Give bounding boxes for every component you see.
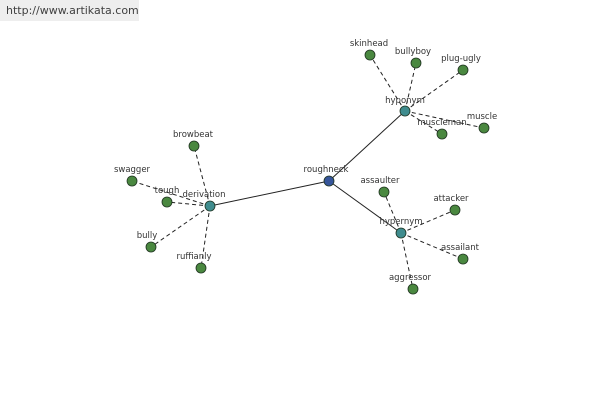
- edge-hypernym-to-assaulter: [383, 191, 402, 234]
- word-node-bully[interactable]: [145, 241, 157, 253]
- word-node-skinhead[interactable]: [364, 49, 376, 61]
- node-label-assailant: assailant: [441, 243, 480, 253]
- edge-root-to-derivation: [209, 180, 330, 207]
- node-label-skinhead: skinhead: [350, 39, 388, 49]
- edge-hyponym-to-muscleman: [404, 110, 443, 135]
- edge-derivation-to-ruffianly: [200, 205, 211, 269]
- word-node-ruffianly[interactable]: [195, 262, 207, 274]
- node-label-ruffianly: ruffianly: [176, 252, 211, 262]
- node-label-tough: tough: [155, 186, 180, 196]
- word-node-attacker[interactable]: [449, 204, 461, 216]
- root-node-roughneck[interactable]: [323, 175, 335, 187]
- edge-derivation-to-browbeat: [193, 145, 211, 207]
- word-node-bullyboy[interactable]: [410, 57, 422, 69]
- node-label-muscle: muscle: [467, 112, 497, 122]
- edge-hypernym-to-aggressor: [400, 232, 414, 290]
- word-node-tough[interactable]: [161, 196, 173, 208]
- word-node-assailant[interactable]: [457, 253, 469, 265]
- node-label-attacker: attacker: [433, 194, 469, 204]
- node-label-aggressor: aggressor: [389, 273, 432, 283]
- word-node-browbeat[interactable]: [188, 140, 200, 152]
- node-label-bully: bully: [137, 231, 158, 241]
- graph-nodes: [126, 49, 490, 295]
- word-node-muscle[interactable]: [478, 122, 490, 134]
- relation-node-derivation[interactable]: [204, 200, 216, 212]
- edge-hyponym-to-bullyboy: [404, 62, 417, 112]
- site-link[interactable]: http://www.artikata.com: [0, 0, 139, 21]
- relation-node-hypernym[interactable]: [395, 227, 407, 239]
- edge-root-to-hypernym: [328, 180, 402, 234]
- relation-node-hyponym[interactable]: [399, 105, 411, 117]
- node-label-derivation: derivation: [182, 190, 225, 200]
- word-node-swagger[interactable]: [126, 175, 138, 187]
- graph-edges: [131, 54, 485, 290]
- node-label-browbeat: browbeat: [173, 130, 214, 140]
- word-node-aggressor[interactable]: [407, 283, 419, 295]
- edge-derivation-to-tough: [166, 201, 211, 207]
- node-label-roughneck: roughneck: [304, 165, 349, 175]
- edge-hypernym-to-attacker: [400, 209, 456, 234]
- word-node-assaulter[interactable]: [378, 186, 390, 198]
- node-label-assaulter: assaulter: [360, 176, 400, 186]
- word-node-plug-ugly[interactable]: [457, 64, 469, 76]
- edge-hypernym-to-assailant: [400, 232, 464, 260]
- node-label-hypernym: hypernym: [379, 217, 422, 227]
- edge-hyponym-to-plug-ugly: [404, 69, 464, 112]
- node-label-swagger: swagger: [114, 165, 151, 175]
- word-node-muscleman[interactable]: [436, 128, 448, 140]
- node-label-muscleman: muscleman: [417, 118, 466, 128]
- edge-root-to-hyponym: [328, 110, 406, 182]
- graph-labels: roughneck hyponym skinhead bullyboy plug-ugl…: [114, 39, 497, 283]
- node-label-bullyboy: bullyboy: [395, 47, 431, 57]
- node-label-plug-ugly: plug-ugly: [441, 54, 481, 64]
- node-label-hyponym: hyponym: [385, 96, 425, 106]
- edge-derivation-to-bully: [150, 205, 211, 248]
